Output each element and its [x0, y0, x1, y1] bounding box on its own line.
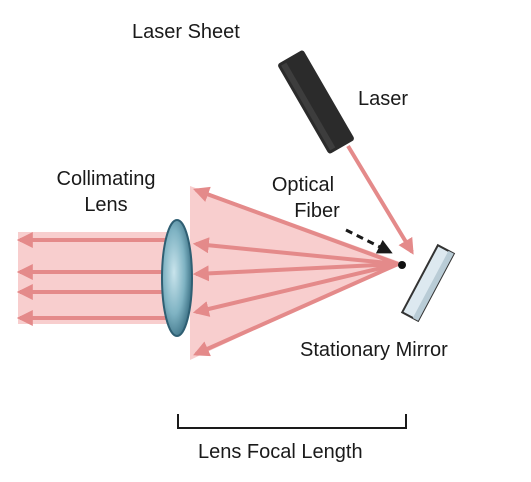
focal-point — [398, 261, 406, 269]
lens-focal-length-label: Lens Focal Length — [198, 441, 363, 463]
laser-sheet-label: Laser Sheet — [132, 21, 240, 43]
stationary-mirror-label: Stationary Mirror — [300, 339, 448, 361]
stationary-mirror — [400, 243, 456, 323]
optical-fiber-label-line1: Optical — [271, 174, 335, 196]
focal-length-bracket — [177, 414, 407, 429]
collimating-lens-label-line2: Lens — [84, 194, 128, 216]
laser-body — [278, 50, 354, 154]
diverging-beam-fan — [190, 186, 400, 360]
collimating-lens — [161, 219, 193, 337]
optical-fiber-label-line2: Fiber — [294, 200, 340, 222]
laser-label: Laser — [358, 88, 409, 110]
laser-beam — [346, 144, 414, 255]
collimating-lens-label-line1: Collimating — [56, 168, 156, 190]
optical-fiber-arrow — [345, 228, 393, 254]
diverging-rays — [192, 186, 399, 357]
diverging-ray-1 — [192, 186, 399, 266]
collimated-rays — [16, 232, 170, 326]
diverging-ray-2 — [192, 237, 399, 266]
collimated-beam-band — [18, 232, 183, 324]
diverging-ray-5 — [193, 262, 399, 357]
diverging-ray-3 — [192, 262, 399, 282]
diverging-ray-4 — [192, 262, 399, 317]
